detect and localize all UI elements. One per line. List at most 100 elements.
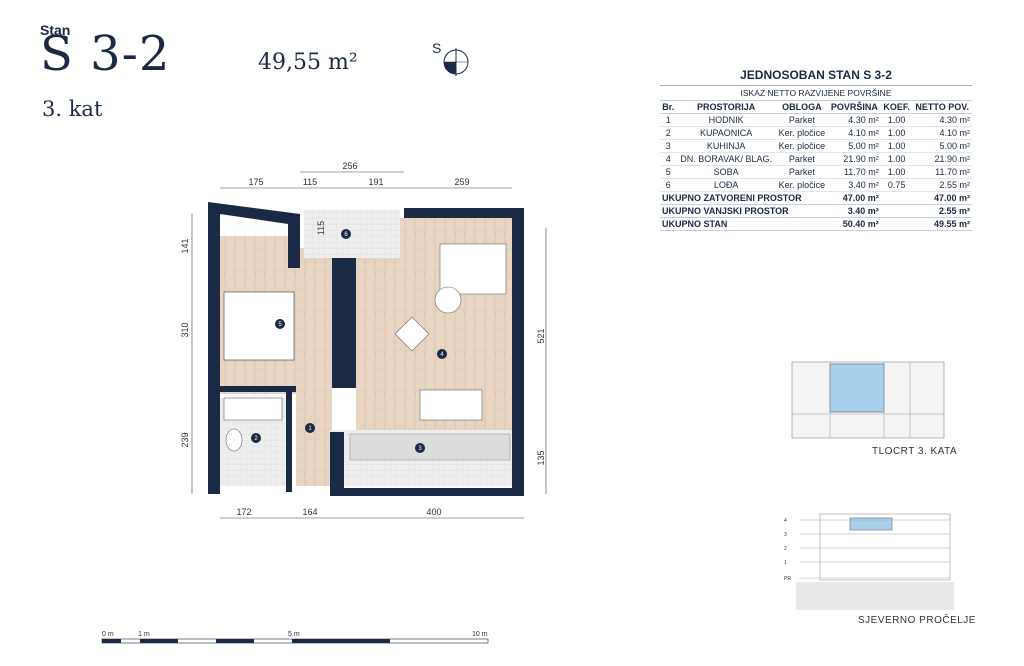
cell-koef: 1.00: [880, 139, 913, 153]
cell-br: 3: [660, 139, 677, 153]
bathroom-wall: [220, 386, 296, 392]
total-label: UKUPNO STAN: [660, 217, 828, 231]
compass-letter: S: [432, 40, 442, 56]
cell-br: 1: [660, 113, 677, 127]
dim-top-4: 259: [454, 177, 469, 187]
area-table: JEDNOSOBAN STAN S 3-2 ISKAZ NETTO RAZVIJ…: [660, 68, 972, 231]
inner-wall: [332, 258, 356, 388]
dim-right-1: 521: [536, 328, 546, 343]
cell-br: 2: [660, 126, 677, 140]
cell-name: KUHINJA: [676, 139, 776, 153]
dining-table: [419, 389, 483, 421]
total-spacer: [880, 204, 913, 218]
apartment-area: 49,55 m²: [258, 50, 358, 75]
highlighted-elevation-unit: [849, 517, 893, 531]
marker-1: 1: [308, 426, 312, 432]
scale-label-10: 10 m: [472, 631, 488, 638]
toilet: [225, 428, 243, 452]
elevation-drawing: 4 3 2 1 PR: [784, 513, 954, 610]
cell-name: DN. BORAVAK/ BLAG.: [676, 152, 776, 166]
total-povrsina: 3.40 m²: [827, 204, 881, 218]
dim-top-upper: 256: [342, 161, 357, 171]
table-subtitle: ISKAZ NETTO RAZVIJENE POVRŠINE: [660, 86, 972, 101]
cell-obloga: Ker. pločice: [775, 126, 828, 140]
cell-br: 6: [660, 178, 677, 192]
dim-loggia: 115: [316, 221, 326, 235]
marker-5: 5: [278, 322, 282, 328]
dim-left-1: 141: [180, 238, 190, 253]
total-spacer: [880, 191, 913, 205]
cell-name: HODNIK: [676, 113, 776, 127]
level-3: 3: [784, 532, 787, 538]
level-pr: PR: [784, 576, 791, 582]
marker-4: 4: [440, 352, 444, 358]
sofa: [439, 243, 507, 295]
cell-povrsina: 21.90 m²: [827, 152, 881, 166]
scale-bar: 0 m 1 m 5 m 10 m: [101, 631, 489, 644]
total-netto: 47.00 m²: [912, 191, 972, 205]
marker-2: 2: [254, 436, 258, 442]
armchair: [394, 316, 430, 352]
cell-povrsina: 3.40 m²: [827, 178, 881, 192]
stan-label: Stan: [40, 22, 71, 38]
total-netto: 49.55 m²: [912, 217, 972, 231]
marker-3: 3: [418, 446, 422, 452]
cell-obloga: Parket: [775, 113, 828, 127]
bottom-wall: [330, 488, 524, 496]
total-povrsina: 47.00 m²: [827, 191, 881, 205]
cell-koef: 1.00: [880, 152, 913, 166]
cell-br: 4: [660, 152, 677, 166]
kitchen-counter: [349, 433, 511, 461]
total-label: UKUPNO ZATVORENI PROSTOR: [660, 191, 828, 205]
cell-name: KUPAONICA: [676, 126, 776, 140]
dim-bottom-1: 172: [236, 507, 251, 517]
dim-top-3: 191: [368, 177, 383, 187]
dim-left-3: 239: [180, 432, 190, 447]
bathroom-side-wall: [286, 392, 292, 492]
compass-icon: [443, 48, 469, 76]
cell-br: 5: [660, 165, 677, 179]
cell-netto: 11.70 m²: [912, 165, 972, 179]
col-netto: NETTO POV.: [912, 101, 972, 114]
col-prostorija: PROSTORIJA: [676, 101, 776, 114]
dim-top-2: 115: [303, 177, 317, 187]
scale-label-0: 0 m: [102, 631, 114, 638]
bathtub: [223, 397, 283, 421]
dim-top-1: 175: [248, 177, 263, 187]
cell-povrsina: 11.70 m²: [827, 165, 881, 179]
level-4: 4: [784, 518, 787, 524]
hallway-floor: [296, 248, 332, 486]
level-2: 2: [784, 546, 787, 552]
floor-plan-caption: TLOCRT 3. KATA: [872, 446, 958, 457]
cell-name: LOĐA: [676, 178, 776, 192]
cell-povrsina: 4.10 m²: [827, 126, 881, 140]
cell-povrsina: 4.30 m²: [827, 113, 881, 127]
cell-netto: 21.90 m²: [912, 152, 972, 166]
marker-6: 6: [344, 232, 348, 238]
cell-obloga: Parket: [775, 165, 828, 179]
floor-label: 3. kat: [42, 97, 103, 121]
cell-obloga: Ker. pločice: [775, 178, 828, 192]
area-table-grid: Br. PROSTORIJA OBLOGA POVRŠINA KOEF. NET…: [660, 101, 972, 231]
cell-netto: 4.30 m²: [912, 113, 972, 127]
elevation-caption: SJEVERNO PROČELJE: [858, 615, 976, 626]
cell-netto: 2.55 m²: [912, 178, 972, 192]
cell-obloga: Parket: [775, 152, 828, 166]
cell-koef: 1.00: [880, 165, 913, 179]
highlighted-unit: [829, 363, 885, 413]
level-1: 1: [784, 560, 787, 566]
total-spacer: [880, 217, 913, 231]
cell-koef: 0.75: [880, 178, 913, 192]
col-obloga: OBLOGA: [775, 101, 828, 114]
cell-koef: 1.00: [880, 126, 913, 140]
cell-obloga: Ker. pločice: [775, 139, 828, 153]
round-table: [434, 286, 462, 314]
scale-label-5: 5 m: [288, 631, 300, 638]
